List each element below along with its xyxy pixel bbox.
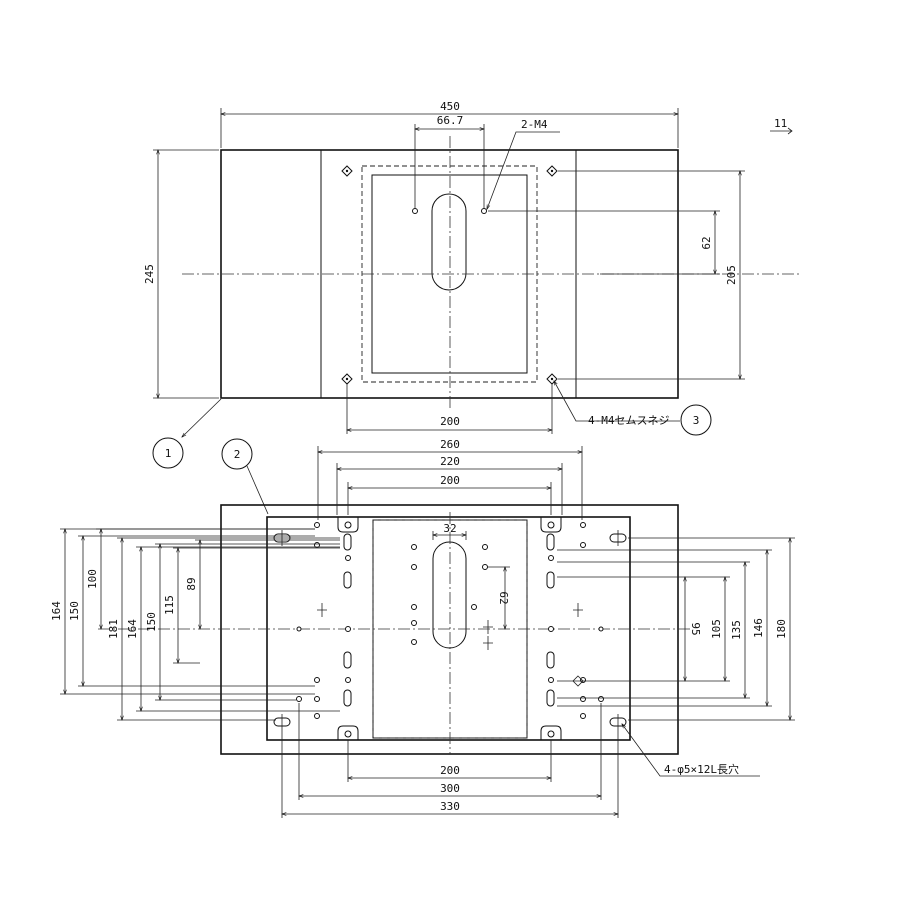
long-slot xyxy=(609,530,627,546)
svg-text:3: 3 xyxy=(693,414,700,427)
bottom-view-plate xyxy=(266,516,631,741)
dim-180: 180 xyxy=(775,619,788,639)
dim-150-outer: 150 xyxy=(68,601,81,621)
mount-hole xyxy=(296,522,604,719)
screw-marker xyxy=(341,165,353,177)
dim-200-bottom: 200 xyxy=(440,764,460,777)
dim-245: 245 xyxy=(143,264,156,284)
dim-181: 181 xyxy=(107,619,120,639)
bottom-view: 260 220 200 32 62 164 150 100 181 xyxy=(50,438,795,818)
callout-long-slots: 4-φ5×12L長穴 xyxy=(664,762,739,776)
corner-notch xyxy=(540,725,562,740)
dim-100: 100 xyxy=(86,569,99,589)
dim-150-inner: 150 xyxy=(145,612,158,632)
screw-marker xyxy=(546,165,558,177)
svg-text:1: 1 xyxy=(165,447,172,460)
balloon-1: 1 xyxy=(152,398,222,469)
tapped-hole xyxy=(481,208,487,214)
dim-66-7: 66.7 xyxy=(437,114,464,127)
tapped-hole xyxy=(412,208,418,214)
dim-89: 89 xyxy=(185,577,198,590)
dim-135: 135 xyxy=(730,620,743,640)
dim-205: 205 xyxy=(725,265,738,285)
dim-300: 300 xyxy=(440,782,460,795)
cross-mark xyxy=(572,675,584,687)
dim-32: 32 xyxy=(443,522,456,535)
corner-notch xyxy=(337,725,359,740)
slot-column-right xyxy=(546,533,555,707)
bottom-view-outline xyxy=(220,504,679,755)
dim-95: 95 xyxy=(689,622,702,635)
section-mark: 11 xyxy=(774,117,787,130)
dim-200-bottom-top: 200 xyxy=(440,474,460,487)
dim-62-bottom: 62 xyxy=(497,591,510,604)
dim-164-inner: 164 xyxy=(126,619,139,639)
dim-105: 105 xyxy=(710,619,723,639)
callout-4-m4-screws: 4-M4セムスネジ xyxy=(588,414,670,427)
screw-marker xyxy=(546,373,558,385)
screw-marker xyxy=(341,373,353,385)
corner-notch xyxy=(540,517,562,533)
callout-2-m4: 2-M4 xyxy=(521,118,548,131)
dim-62-top: 62 xyxy=(700,236,713,249)
dim-146: 146 xyxy=(752,618,765,638)
top-view-slot xyxy=(431,193,467,291)
dim-164-outer: 164 xyxy=(50,601,63,621)
balloon-3: 3 xyxy=(680,404,712,436)
dim-115: 115 xyxy=(163,595,176,615)
balloon-2: 2 xyxy=(221,438,269,515)
dim-330: 330 xyxy=(440,800,460,813)
dim-200-top: 200 xyxy=(440,415,460,428)
dim-220: 220 xyxy=(440,455,460,468)
corner-notch xyxy=(337,517,359,533)
svg-text:2: 2 xyxy=(234,448,241,461)
slot-column-left xyxy=(343,533,352,707)
long-slot xyxy=(273,714,291,730)
long-slot xyxy=(609,714,627,730)
top-view: 450 66.7 2-M4 11 245 62 205 200 xyxy=(143,100,800,434)
dim-260: 260 xyxy=(440,438,460,451)
cross-mark xyxy=(317,603,583,650)
bottom-view-slot xyxy=(432,541,467,649)
dim-450: 450 xyxy=(440,100,460,113)
